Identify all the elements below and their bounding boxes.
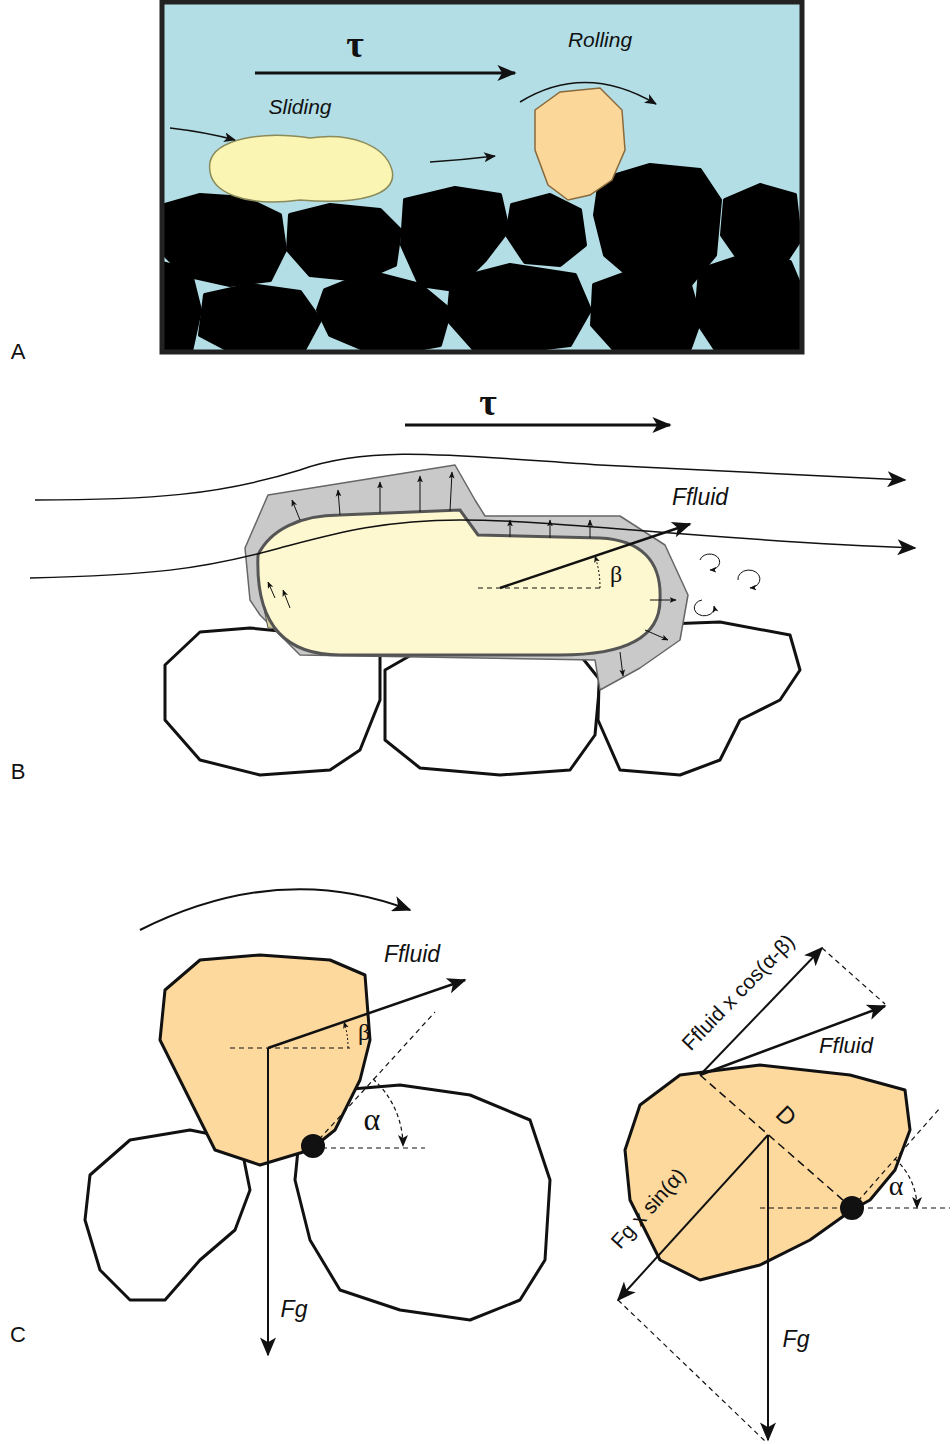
panel-c <box>85 889 950 1442</box>
panel-a <box>158 2 806 356</box>
angle-label: β <box>610 561 622 587</box>
panel-letter: C <box>10 1323 26 1347</box>
panel-b <box>30 425 915 775</box>
panel-letter: A <box>11 340 26 364</box>
angle-label: α <box>889 1171 904 1202</box>
motion-label: Rolling <box>568 28 632 51</box>
shear-stress-symbol: τ <box>479 382 497 424</box>
motion-label: Sliding <box>268 95 331 118</box>
angle-label: β <box>358 1019 370 1045</box>
force-label: Ffluid <box>819 1034 873 1058</box>
shear-stress-symbol: τ <box>346 24 364 66</box>
force-label: Fg <box>783 1327 810 1352</box>
force-label: Ffluid <box>384 942 440 967</box>
panel-letter: B <box>11 760 26 784</box>
force-label: Ffluid <box>672 485 728 510</box>
force-label: Fg <box>281 1297 308 1322</box>
angle-label: α <box>364 1102 381 1137</box>
